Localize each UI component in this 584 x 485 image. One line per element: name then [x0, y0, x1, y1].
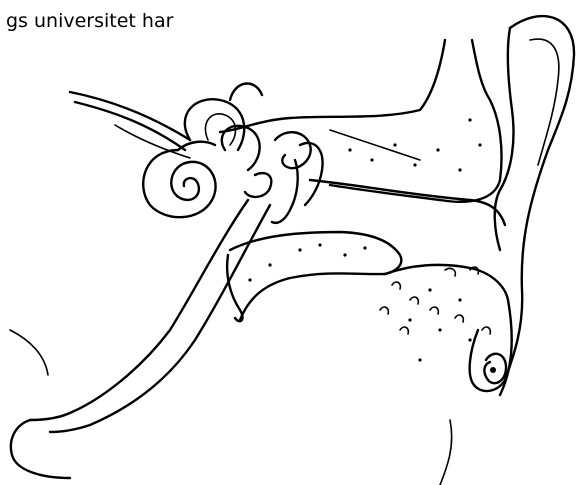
ear-canal: [230, 180, 508, 300]
temporal-bone: [220, 40, 502, 202]
bone-texture: [248, 118, 481, 361]
cartilage-marks: [380, 267, 490, 334]
tympanic-bone: [227, 255, 385, 321]
ossicles: [245, 132, 323, 223]
auditory-nerve: [70, 92, 190, 158]
cochlea: [143, 142, 215, 217]
canal-wall-lower: [440, 300, 512, 485]
eustachian-tube: [10, 200, 270, 478]
semicircular-canals: [185, 84, 262, 170]
